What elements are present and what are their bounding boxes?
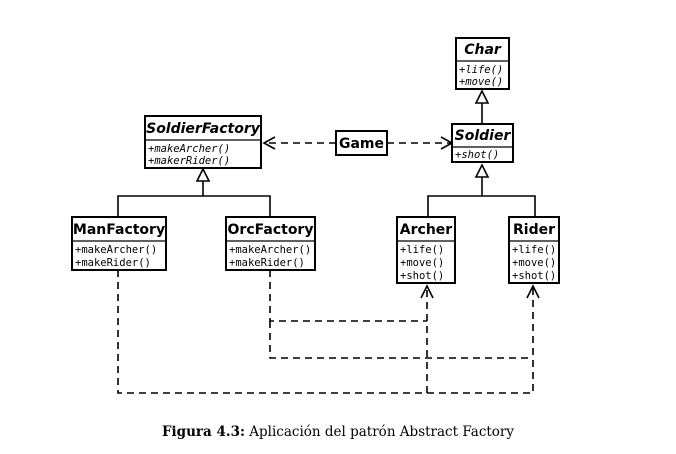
orcfactory-rider-dependency — [269, 321, 533, 359]
method: +move() — [512, 257, 556, 269]
association-arrowhead — [440, 136, 454, 150]
class-soldier: Soldier +shot() — [451, 123, 514, 163]
class-archer: Archer +life() +move() +shot() — [396, 216, 456, 284]
class-game: Game — [335, 130, 388, 156]
factory-subclass-bus — [117, 195, 271, 217]
caption-label: Figura 4.3: — [161, 424, 245, 440]
manfactory-rider-dependency — [117, 270, 534, 394]
caption-text: Aplicación del patrón Abstract Factory — [249, 424, 515, 440]
method: +life() — [512, 244, 556, 256]
method: +life() — [400, 244, 444, 256]
class-name: Archer — [400, 222, 453, 238]
class-soldierfactory: SoldierFactory +makeArcher() +makerRider… — [144, 115, 262, 169]
class-name: SoldierFactory — [146, 121, 261, 137]
class-manfactory: ManFactory +makeArcher() +makeRider() — [71, 216, 167, 271]
class-char: Char +life() +move() — [455, 37, 510, 90]
soldier-subclass-bus — [427, 195, 536, 217]
class-orcfactory: OrcFactory +makeArcher() +makeRider() — [225, 216, 316, 271]
soldierfactory-generalization-arrow — [195, 167, 211, 182]
method: +move() — [400, 257, 444, 269]
method: +makeArcher() — [75, 244, 157, 256]
method: +shot() — [455, 149, 499, 161]
class-name: OrcFactory — [228, 222, 314, 238]
class-name: Game — [339, 136, 384, 152]
method: +life() — [459, 64, 503, 76]
method: +makeArcher() — [229, 244, 311, 256]
method: +makeArcher() — [148, 143, 230, 155]
archer-dependency-arrowhead — [420, 284, 434, 299]
class-name: Char — [464, 42, 502, 58]
soldier-generalization-arrow — [474, 163, 490, 178]
method: +move() — [459, 76, 503, 88]
method: +shot() — [512, 270, 556, 282]
figure-caption: Figura 4.3: Aplicación del patrón Abstra… — [0, 424, 676, 440]
class-rider: Rider +life() +move() +shot() — [508, 216, 560, 284]
class-name: Rider — [513, 222, 555, 238]
class-name: ManFactory — [73, 222, 165, 238]
method: +shot() — [400, 270, 444, 282]
method: +makeRider() — [75, 257, 151, 269]
rider-dependency-arrowhead — [526, 284, 540, 299]
method: +makeRider() — [229, 257, 305, 269]
char-generalization-arrow — [474, 89, 490, 104]
association-arrowhead — [262, 136, 276, 150]
method: +makerRider() — [148, 155, 230, 167]
class-name: Soldier — [455, 128, 512, 144]
